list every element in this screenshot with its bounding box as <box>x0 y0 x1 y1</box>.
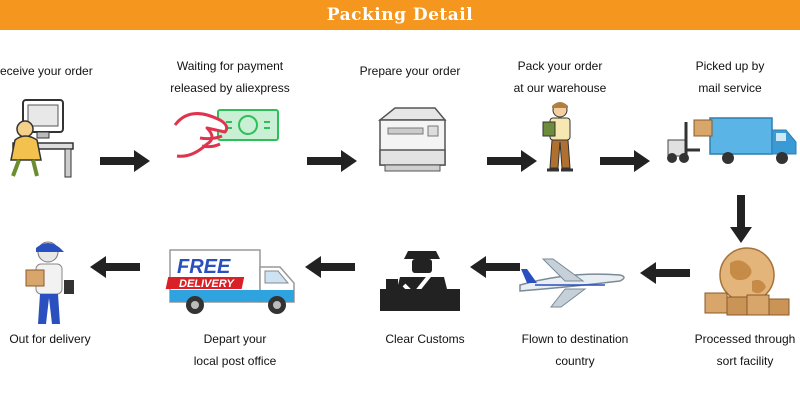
step-label-prepare-order: Prepare your order <box>359 64 461 78</box>
printer-icon <box>370 100 450 180</box>
arrow-right-4 <box>600 150 650 172</box>
computer-user-icon <box>5 95 85 180</box>
header-banner: Packing Detail <box>0 0 800 30</box>
truck-delivery-text: DELIVERY <box>179 278 235 290</box>
arrow-down <box>730 195 752 243</box>
step-label-clear-customs: Clear Customs <box>385 332 465 346</box>
forklift-truck-icon <box>660 110 800 170</box>
arrow-right-1 <box>100 150 150 172</box>
step-label-out-for-delivery: Out for delivery <box>9 332 91 346</box>
customs-officer-icon <box>378 245 463 315</box>
globe-boxes-icon <box>700 245 795 320</box>
airplane-icon <box>515 255 630 310</box>
warehouse-worker-icon <box>535 100 585 175</box>
arrow-left-1 <box>640 262 690 284</box>
arrow-left-4 <box>90 256 140 278</box>
delivery-truck-icon: FREE DELIVERY <box>165 245 300 320</box>
arrow-left-2 <box>470 256 520 278</box>
page-title: Packing Detail <box>326 5 474 25</box>
arrow-left-3 <box>305 256 355 278</box>
arrow-right-3 <box>487 150 537 172</box>
step-label-receive-order: eceive your order <box>0 64 93 78</box>
truck-free-text: FREE <box>177 256 231 278</box>
arrow-right-2 <box>307 150 357 172</box>
courier-icon <box>22 240 82 330</box>
hand-cash-icon <box>170 100 290 165</box>
